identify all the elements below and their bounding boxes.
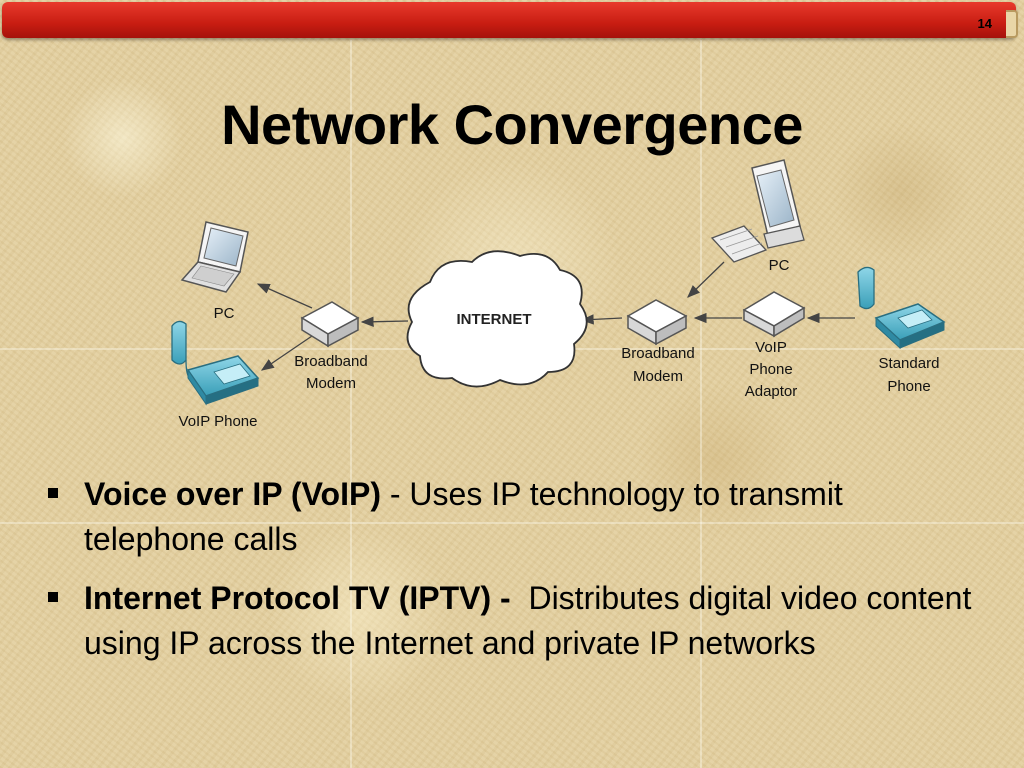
bullet-marker (48, 592, 58, 602)
left-modem-label-line1: Broadband (294, 353, 367, 370)
standard-phone-label-line2: Phone (887, 378, 930, 395)
phone-adaptor-icon (742, 291, 806, 338)
right-modem-label-line1: Broadband (621, 345, 694, 362)
header-bar: 14 (2, 2, 1018, 38)
background-tile-line (700, 40, 702, 768)
adaptor-label-line3: Adaptor (745, 383, 798, 400)
standard-phone-icon (857, 266, 946, 350)
internet-label: INTERNET (457, 311, 532, 328)
adaptor-label-line2: Phone (749, 361, 792, 378)
right-pc-label: PC (769, 257, 790, 274)
standard-phone-label-line1: Standard (879, 355, 940, 372)
left-pc-label: PC (214, 305, 235, 322)
diagram-arrows (256, 261, 855, 371)
bullet-text: - Uses IP technology to transmit telepho… (84, 476, 852, 557)
voip-phone-label: VoIP Phone (179, 413, 258, 430)
bullet-term: Voice over IP (VoIP) (84, 476, 381, 512)
background-tile-line (0, 522, 1024, 524)
bullet-item: Internet Protocol TV (IPTV) - Distribute… (48, 576, 978, 666)
network-diagram: PC Broadband Modem VoIP Phone INTERNET B… (171, 159, 946, 430)
adaptor-label-line1: VoIP (755, 339, 787, 356)
bullet-item: Voice over IP (VoIP) - Uses IP technolog… (48, 472, 978, 562)
bullet-list: Voice over IP (VoIP) - Uses IP technolog… (48, 472, 978, 680)
slide-title: Network Convergence (221, 93, 803, 156)
desktop-pc-icon (710, 159, 805, 263)
laptop-icon (180, 221, 249, 293)
bullet-text: Distributes digital video content using … (84, 580, 981, 661)
background-tile-line (350, 40, 352, 768)
internet-cloud-icon: INTERNET (406, 250, 588, 388)
header-bar-cap (1006, 10, 1018, 38)
left-modem-label-line2: Modem (306, 375, 356, 392)
slide-number: 14 (977, 16, 992, 31)
bullet-term: Internet Protocol TV (IPTV) - (84, 580, 511, 616)
modem-icon (300, 301, 360, 348)
modem-icon (626, 299, 688, 346)
bullet-marker (48, 488, 58, 498)
right-modem-label-line2: Modem (633, 368, 683, 385)
voip-phone-icon (171, 320, 260, 406)
